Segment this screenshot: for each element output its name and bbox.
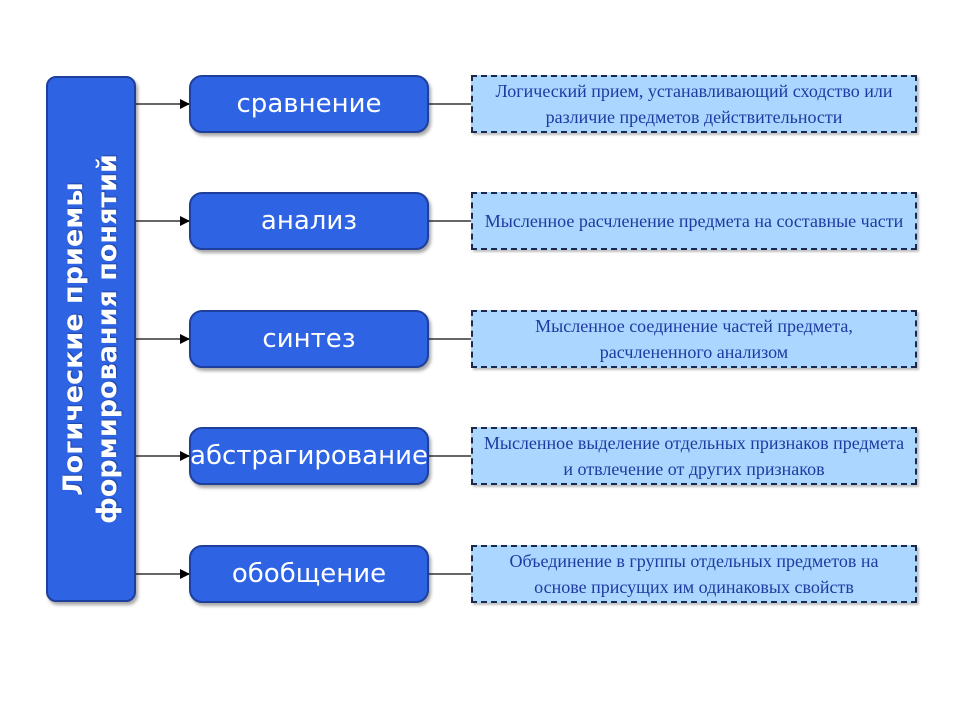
definition-text: Мысленное выделение отдельных признаков … xyxy=(483,433,905,479)
definition-text: Мысленное расчленение предмета на состав… xyxy=(484,211,904,231)
concept-box-generalization: обобщение xyxy=(189,545,429,603)
concept-label: сравнение xyxy=(236,89,382,119)
concept-box-synthesis: синтез xyxy=(189,310,429,368)
definition-box-abstraction: Мысленное выделение отдельных признаков … xyxy=(471,427,917,485)
concept-label: абстрагирование xyxy=(190,441,428,471)
main-category-box: Логические приемы формирования понятий xyxy=(46,76,136,602)
concept-box-analysis: анализ xyxy=(189,192,429,250)
definition-text: Мысленное соединение частей предмета, ра… xyxy=(535,316,853,362)
concept-label: синтез xyxy=(262,324,356,354)
definition-box-comparison: Логический прием, устанавливающий сходст… xyxy=(471,75,917,133)
main-category-title: Логические приемы формирования понятий xyxy=(58,154,123,524)
definition-box-generalization: Объединение в группы отдельных предметов… xyxy=(471,545,917,603)
concept-label: обобщение xyxy=(231,559,387,589)
definition-box-analysis: Мысленное расчленение предмета на состав… xyxy=(471,192,917,250)
concept-box-abstraction: абстрагирование xyxy=(189,427,429,485)
definition-box-synthesis: Мысленное соединение частей предмета, ра… xyxy=(471,310,917,368)
concept-box-comparison: сравнение xyxy=(189,75,429,133)
definition-text: Объединение в группы отдельных предметов… xyxy=(509,551,879,597)
definition-text: Логический прием, устанавливающий сходст… xyxy=(495,81,893,127)
concept-label: анализ xyxy=(260,206,358,236)
